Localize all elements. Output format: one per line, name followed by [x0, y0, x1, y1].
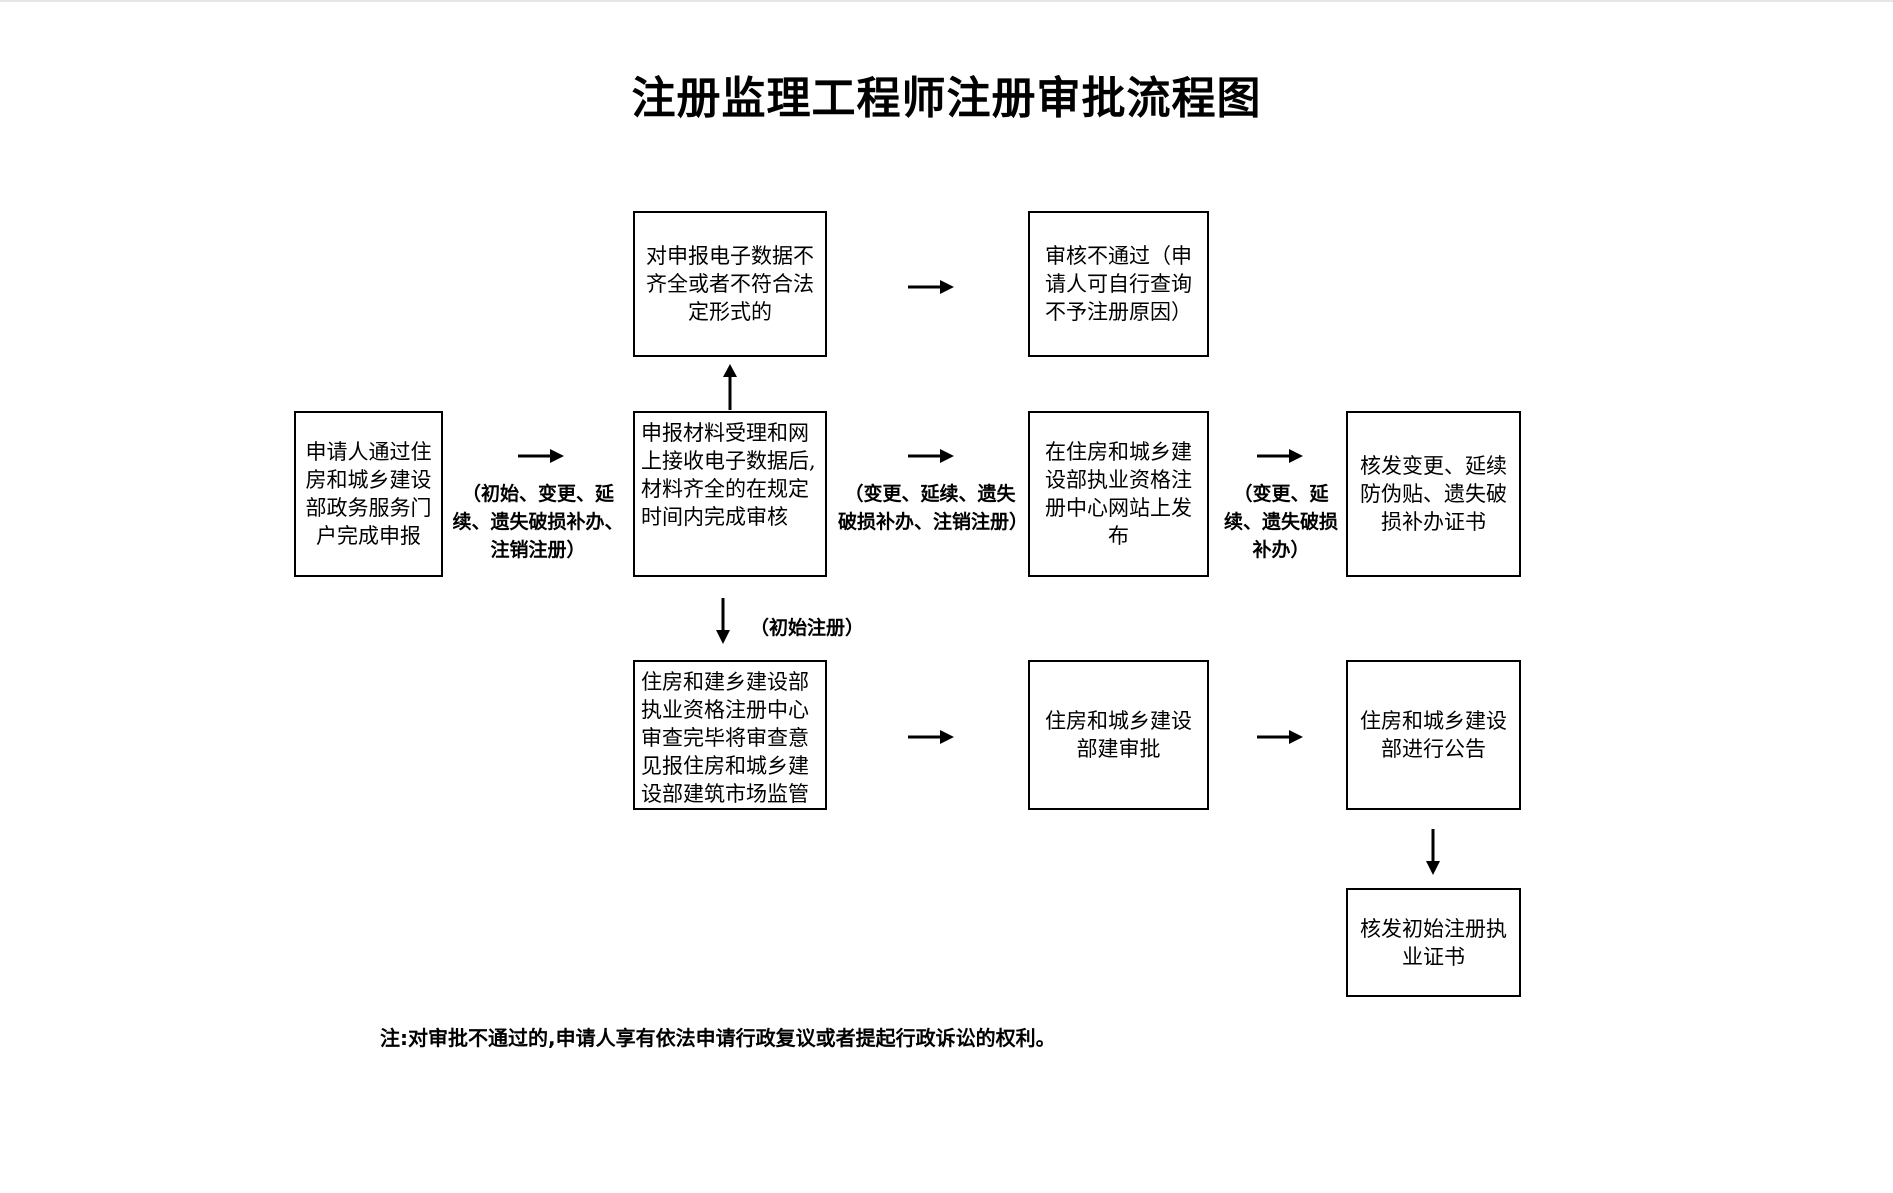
box-incomplete-data: 对申报电子数据不齐全或者不符合法定形式的: [633, 211, 827, 357]
arrow-down-icon: [716, 598, 730, 644]
arrow-right-icon: [908, 730, 954, 744]
label-accept-to-publish: （变更、延续、遗失破损补办、注销注册）: [838, 483, 1029, 533]
box-issue-change-certificate-text: 核发变更、延续防伪贴、遗失破损补办证书: [1360, 454, 1507, 534]
arrow-right-icon: [908, 280, 954, 294]
box-center-review: 住房和建乡建设部执业资格注册中心审查完毕将审查意见报住房和城乡建设部建筑市场监管…: [633, 660, 827, 810]
box-issue-change-certificate: 核发变更、延续防伪贴、遗失破损补办证书: [1346, 411, 1521, 577]
box-accept-review-text: 申报材料受理和网上接收电子数据后,材料齐全的在规定时间内完成审核: [641, 421, 816, 529]
label-accept-to-review: （初始注册）: [750, 617, 865, 639]
box-publish-online-text: 在住房和城乡建设部执业资格注册中心网站上发布: [1045, 440, 1192, 548]
label-applicant-to-accept: （初始、变更、延续、遗失破损补办、注销注册）: [452, 483, 624, 561]
page-title: 注册监理工程师注册审批流程图: [631, 73, 1262, 124]
box-ministry-approval: 住房和城乡建设部建审批: [1028, 660, 1209, 810]
box-accept-review: 申报材料受理和网上接收电子数据后,材料齐全的在规定时间内完成审核: [633, 411, 827, 577]
box-ministry-announcement-text: 住房和城乡建设部进行公告: [1360, 709, 1507, 761]
arrow-right-icon: [1257, 449, 1303, 463]
arrow-right-icon: [908, 449, 954, 463]
box-incomplete-data-text: 对申报电子数据不齐全或者不符合法定形式的: [646, 244, 814, 324]
arrow-down-icon: [1426, 829, 1440, 875]
box-review-rejected: 审核不通过（申请人可自行查询不予注册原因）: [1028, 211, 1209, 357]
footnote: 注:对审批不通过的,申请人享有依法申请行政复议或者提起行政诉讼的权利。: [380, 1026, 1056, 1050]
box-review-rejected-text: 审核不通过（申请人可自行查询不予注册原因）: [1045, 244, 1192, 324]
box-applicant-submission: 申请人通过住房和城乡建设部政务服务门户完成申报: [294, 411, 443, 577]
label-publish-to-issue: （变更、延续、遗失破损补办）: [1223, 483, 1338, 561]
arrow-up-icon: [723, 364, 737, 410]
top-rule: [0, 0, 1893, 2]
arrow-right-icon: [1257, 730, 1303, 744]
box-ministry-approval-text: 住房和城乡建设部建审批: [1045, 709, 1192, 761]
box-issue-initial-certificate: 核发初始注册执业证书: [1346, 888, 1521, 997]
box-issue-initial-certificate-text: 核发初始注册执业证书: [1360, 916, 1507, 969]
arrow-right-icon: [518, 449, 564, 463]
box-center-review-text: 住房和建乡建设部执业资格注册中心审查完毕将审查意见报住房和城乡建设部建筑市场监管…: [641, 670, 809, 806]
box-applicant-submission-text: 申请人通过住房和城乡建设部政务服务门户完成申报: [305, 440, 432, 548]
box-publish-online: 在住房和城乡建设部执业资格注册中心网站上发布: [1028, 411, 1209, 577]
box-ministry-announcement: 住房和城乡建设部进行公告: [1346, 660, 1521, 810]
